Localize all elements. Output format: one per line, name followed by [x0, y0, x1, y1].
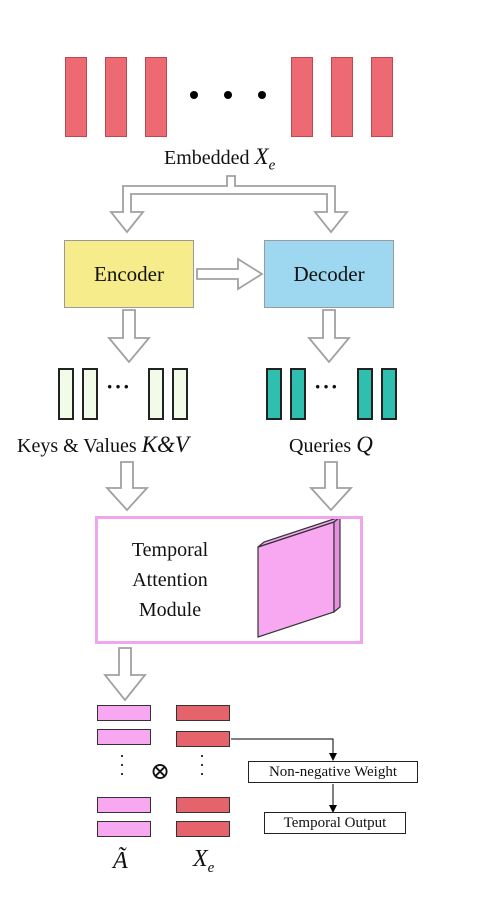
encoder-to-decoder-arrow	[196, 257, 264, 291]
kv-bar	[148, 368, 164, 420]
multiply-operator: ⊗	[150, 759, 171, 785]
keys-values-label: Keys & Values K&V	[17, 432, 189, 457]
query-bar	[266, 368, 282, 420]
temporal-attention-label: Temporal Attention Module	[131, 539, 209, 621]
ellipsis-dot	[190, 91, 198, 99]
ellipsis-dot	[258, 91, 266, 99]
encoder-box: Encoder	[64, 240, 194, 308]
embedded-bar	[65, 57, 87, 137]
weight-row	[97, 821, 151, 837]
kv-bar	[172, 368, 188, 420]
decoder-label: Decoder	[293, 261, 365, 286]
value-row	[176, 705, 230, 721]
weight-vertical-dots: ···	[119, 746, 125, 784]
value-row	[176, 731, 230, 747]
ellipsis-dot	[224, 91, 232, 99]
attention-down-arrow	[103, 647, 147, 702]
kv-bar	[58, 368, 74, 420]
kv-bar	[82, 368, 98, 420]
queries-down-arrow	[308, 461, 354, 512]
query-ellipsis: ···	[314, 374, 340, 399]
weight-row	[97, 797, 151, 813]
queries-label: Queries Q	[289, 432, 373, 457]
embedded-bar	[105, 57, 127, 137]
embedded-bar	[145, 57, 167, 137]
encoder-label: Encoder	[94, 261, 164, 286]
attention-block-shape	[257, 515, 341, 638]
value-vertical-dots: ···	[199, 746, 205, 784]
embedded-bar	[291, 57, 313, 137]
weight-row	[97, 729, 151, 745]
kv-down-arrow	[104, 461, 150, 512]
weight-connector	[231, 738, 337, 761]
a-tilde-symbol: Ã	[113, 848, 128, 874]
non-negative-weight-box: Non-negative Weight	[248, 761, 418, 783]
query-bar	[290, 368, 306, 420]
temporal-output-box: Temporal Output	[264, 812, 406, 834]
embedded-bar	[331, 57, 353, 137]
xe-symbol: Xe	[193, 846, 215, 876]
temporal-attention-module	[95, 516, 363, 644]
embedded-bar	[371, 57, 393, 137]
value-row	[176, 821, 230, 837]
decoder-box: Decoder	[264, 240, 394, 308]
weight-row	[97, 705, 151, 721]
encoder-down-arrow	[107, 309, 151, 364]
query-bar	[381, 368, 397, 420]
embedded-label: Embedded Xe	[164, 144, 276, 174]
decoder-down-arrow	[307, 309, 351, 364]
query-bar	[357, 368, 373, 420]
kv-ellipsis: ···	[106, 374, 132, 399]
value-row	[176, 797, 230, 813]
split-arrow	[109, 175, 349, 234]
